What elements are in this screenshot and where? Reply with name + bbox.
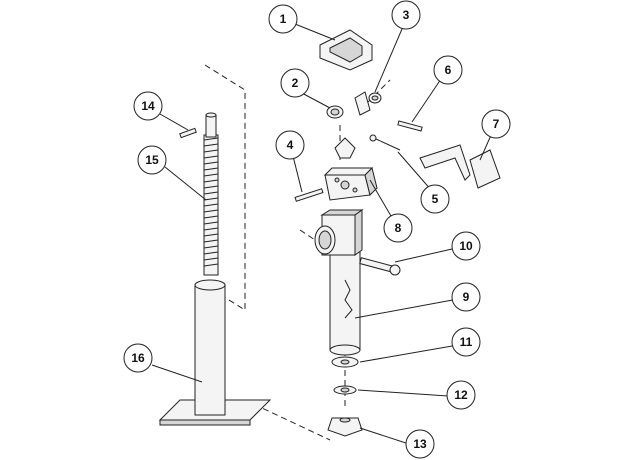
callout-7: 7 [481,109,511,139]
callout-10: 10 [451,231,481,261]
callout-2: 2 [280,68,310,98]
callout-label: 12 [454,388,468,402]
callout-label: 8 [395,221,402,235]
callout-4: 4 [275,130,305,160]
callout-label: 2 [292,76,299,90]
callout-11: 11 [451,327,481,357]
callout-label: 1 [280,12,287,26]
callout-9: 9 [451,282,481,312]
part-12-washer [333,385,357,395]
callout-6: 6 [433,55,463,85]
part-5-clip [369,134,401,151]
part-4-bolt [294,188,324,202]
callout-5: 5 [420,184,450,214]
callout-label: 3 [403,8,410,22]
part-10-pin-chain [359,257,401,276]
leader-lines [151,21,493,445]
callout-label: 6 [445,63,452,77]
callout-label: 9 [463,290,470,304]
part-2-bearing [326,105,344,119]
bevel-gear [334,137,356,159]
callout-13: 13 [405,429,435,459]
part-7-crank-handle [419,144,501,189]
callout-14: 14 [133,91,163,121]
callout-8: 8 [383,213,413,243]
part-8-bracket [323,167,378,201]
part-16-foot-tube [158,279,272,426]
part-9-jack-body [314,209,364,356]
callout-label: 16 [131,351,145,365]
callout-15: 15 [137,145,167,175]
callout-label: 5 [432,192,439,206]
callout-label: 15 [145,153,159,167]
part-13-foot-nut [327,417,363,437]
callout-16: 16 [123,343,153,373]
part-11-washer [331,356,359,368]
callout-label: 10 [459,239,473,253]
callout-label: 14 [141,99,155,113]
part-15-screw [203,112,219,276]
part-3-bushing [354,91,382,116]
callout-3: 3 [391,0,421,30]
part-1-cap [319,29,373,71]
callout-12: 12 [446,380,476,410]
callout-1: 1 [268,4,298,34]
callout-label: 7 [493,117,500,131]
callout-label: 11 [460,335,473,349]
callout-label: 4 [287,138,294,152]
part-6-roll-pin [397,120,423,132]
callout-label: 13 [413,437,427,451]
part-14-pin [179,127,197,139]
